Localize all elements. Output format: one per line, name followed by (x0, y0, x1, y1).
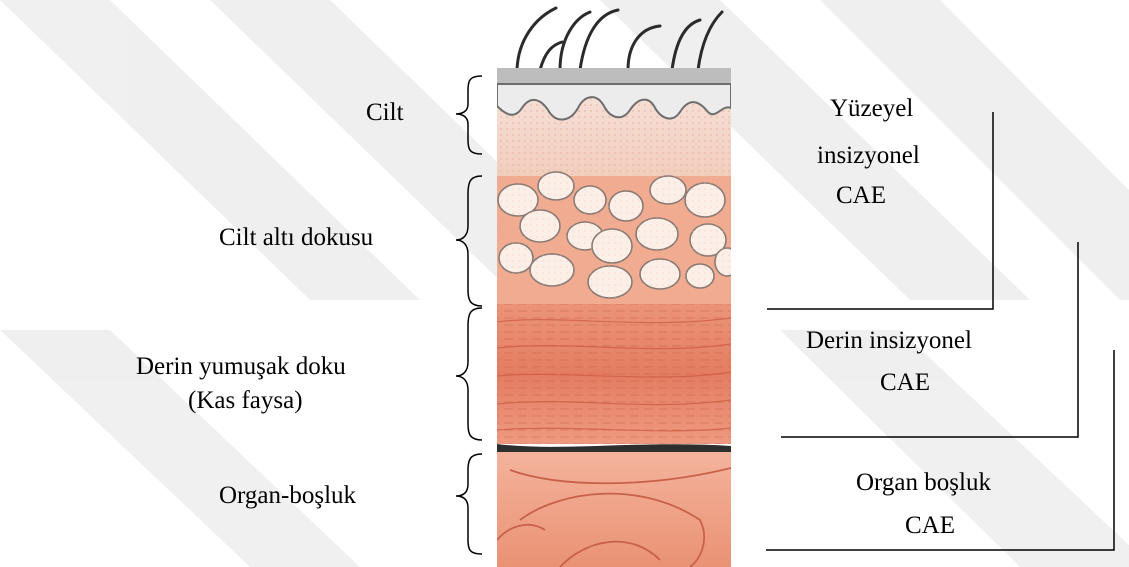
label-deep-incisional-line2: CAE (880, 368, 930, 398)
brace-organ-space (456, 454, 482, 554)
label-subcutaneous-tissue: Cilt altı dokusu (219, 223, 373, 253)
label-deep-soft-tissue: Derin yumuşak doku (136, 352, 346, 382)
label-organ-space-ssi-line2: CAE (905, 511, 955, 541)
label-organ-space-ssi-line1: Organ boşluk (856, 468, 991, 498)
tissue-cross-section (497, 8, 739, 567)
label-deep-incisional-line1: Derin insizyonel (806, 326, 972, 356)
label-superficial-line2: insizyonel (817, 141, 920, 171)
label-superficial-line1: Yüzeyel (830, 94, 913, 124)
epidermis-layer (497, 68, 731, 84)
label-superficial-line3: CAE (836, 181, 886, 211)
brace-deep-soft-tissue (456, 308, 482, 440)
label-muscle-fascia: (Kas faysa) (188, 386, 303, 416)
label-skin: Cilt (366, 98, 404, 128)
label-organ-space: Organ-boşluk (219, 481, 356, 511)
organ-space-layer (497, 452, 731, 567)
